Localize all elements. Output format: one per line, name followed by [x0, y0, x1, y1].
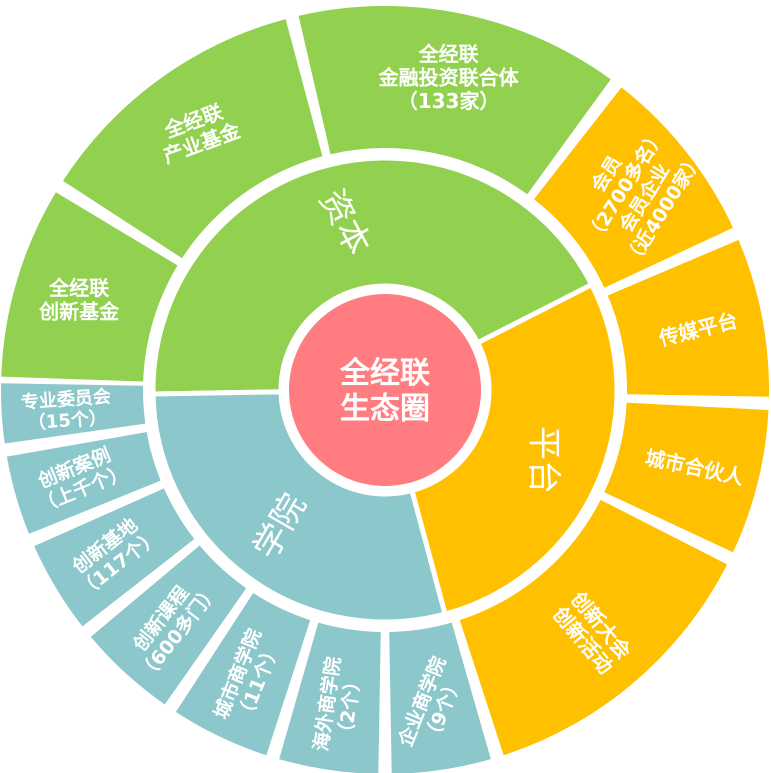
outer-label-capital-2: 全经联金融投资联合体（133家） — [378, 42, 520, 113]
outer-label-capital-2-line: 全经联 — [418, 42, 479, 66]
outer-segment-academy-6 — [0, 383, 146, 444]
outer-segment-academy-0 — [389, 622, 491, 773]
outer-label-capital-2-line: 金融投资联合体 — [378, 66, 520, 90]
center-title: 全经联生态圈 — [339, 356, 430, 426]
outer-segment-platform-0 — [533, 87, 734, 288]
outer-segment-capital-2 — [298, 6, 611, 195]
inner-segment-platform — [408, 281, 620, 618]
center-title-line: 生态圈 — [340, 392, 430, 427]
outer-segment-academy-2 — [175, 592, 311, 756]
outer-segment-capital-1 — [62, 19, 323, 259]
inner-label-platform: 平台 — [524, 426, 564, 494]
center-title-line: 全经联 — [339, 356, 430, 391]
outer-segment-academy-3 — [90, 545, 247, 705]
outer-label-capital-2-line: （133家） — [398, 89, 500, 113]
center-hub: 全经联生态圈 — [283, 288, 487, 492]
outer-label-capital-0-line: 创新基金 — [38, 299, 120, 323]
outer-segment-platform-1 — [607, 239, 769, 397]
outer-segment-platform-3 — [459, 499, 728, 756]
outer-segment-academy-5 — [6, 432, 161, 534]
outer-segment-capital-0 — [1, 192, 178, 382]
outer-segment-academy-1 — [279, 622, 381, 773]
outer-segment-platform-2 — [604, 402, 769, 553]
outer-label-capital-0: 全经联创新基金 — [38, 276, 120, 324]
inner-segment-academy — [150, 389, 449, 625]
outer-label-capital-0-line: 全经联 — [48, 276, 109, 300]
center-circle — [289, 294, 481, 486]
outer-segment-academy-4 — [34, 488, 195, 627]
outer-ring: 全经联创新基金全经联产业基金全经联金融投资联合体（133家）会员（2700多名）… — [0, 6, 769, 773]
outer-label-academy-6: 专业委员会（15个） — [20, 385, 113, 434]
inner-segment-capital — [150, 155, 596, 397]
